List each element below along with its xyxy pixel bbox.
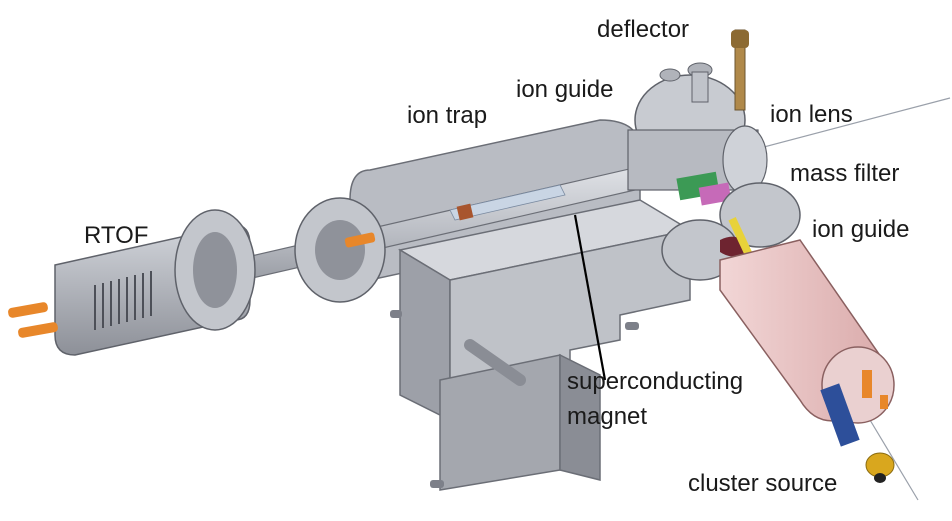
vacuum-chambers xyxy=(627,29,801,293)
label-ion-guide-top: ion guide xyxy=(516,76,614,103)
label-deflector: deflector xyxy=(597,16,690,43)
label-ion-lens: ion lens xyxy=(770,101,853,128)
cluster-source-chamber xyxy=(719,239,895,483)
beam-line-bottom xyxy=(869,419,919,501)
magnet-pointer-line xyxy=(573,214,607,381)
label-ion-guide-right: ion guide xyxy=(812,216,910,243)
label-cluster-source: cluster source xyxy=(688,470,838,497)
label-ion-trap: ion trap xyxy=(407,102,488,129)
label-mass-filter: mass filter xyxy=(790,160,900,187)
label-rtof: RTOF xyxy=(84,222,149,249)
beam-line-right xyxy=(759,97,951,149)
label-magnet: magnet xyxy=(567,403,648,430)
label-superconducting: superconducting xyxy=(567,368,744,395)
rtof-assembly xyxy=(8,197,386,356)
